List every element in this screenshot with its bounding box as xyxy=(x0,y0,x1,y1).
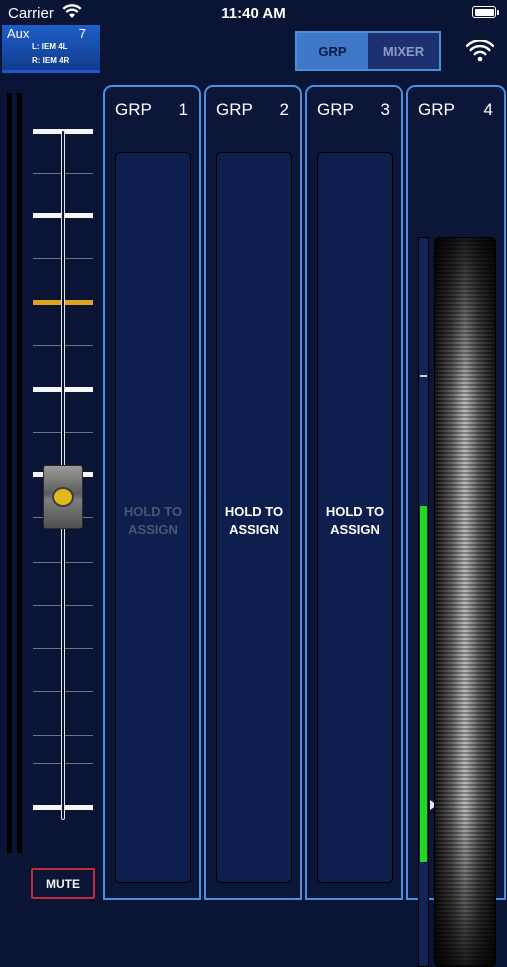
aux-name: Aux xyxy=(7,26,30,41)
group-4-level-meter xyxy=(418,237,437,967)
group-panel-3[interactable]: GRP 3 HOLD TO ASSIGN xyxy=(305,85,403,900)
group-assign-slot[interactable]: HOLD TO ASSIGN xyxy=(216,152,292,883)
group-panel-1[interactable]: GRP 1 HOLD TO ASSIGN xyxy=(103,85,201,900)
hold-to-assign-label: HOLD TO ASSIGN xyxy=(224,504,284,537)
aux-left-source: L: IEM 4L xyxy=(32,42,68,51)
aux-number: 7 xyxy=(78,26,86,41)
group-assign-slot[interactable]: HOLD TO ASSIGN xyxy=(115,152,191,883)
aux-meter-left xyxy=(7,93,12,853)
group-number: 1 xyxy=(178,100,188,119)
status-bar: Carrier 11:40 AM xyxy=(0,0,507,26)
battery-cap xyxy=(497,10,499,15)
group-title: GRP xyxy=(115,100,152,119)
wifi-icon xyxy=(62,4,82,18)
meter-fill xyxy=(420,506,427,862)
group-title: GRP xyxy=(317,100,354,119)
grp-mode-button[interactable]: GRP xyxy=(297,33,368,69)
group-number: 3 xyxy=(380,100,390,119)
gain-wheel-shade xyxy=(434,237,496,967)
fader-position-marker-icon xyxy=(430,800,437,810)
group-assign-slot[interactable]: HOLD TO ASSIGN xyxy=(317,152,393,883)
meter-peak-hold xyxy=(420,375,427,377)
mode-segmented-control: GRP MIXER xyxy=(295,31,441,71)
aux-meter-right xyxy=(17,93,22,853)
mute-button[interactable]: MUTE xyxy=(31,868,95,899)
fader-knob[interactable] xyxy=(43,465,83,529)
hold-to-assign-label: HOLD TO ASSIGN xyxy=(123,504,183,537)
group-panel-2[interactable]: GRP 2 HOLD TO ASSIGN xyxy=(204,85,302,900)
wifi-network-icon[interactable] xyxy=(466,40,494,62)
group-title: GRP xyxy=(216,100,253,119)
group-number: 4 xyxy=(483,100,493,119)
carrier-label: Carrier xyxy=(8,5,54,22)
battery-icon xyxy=(472,6,496,18)
group-title: GRP xyxy=(418,100,455,119)
group-number: 2 xyxy=(279,100,289,119)
aux-selector[interactable]: Aux 7 L: IEM 4L R: IEM 4R xyxy=(2,25,100,73)
aux-right-source: R: IEM 4R xyxy=(32,56,70,65)
clock: 11:40 AM xyxy=(221,5,286,22)
fader-knob-cap-icon xyxy=(52,487,74,507)
group-panel-4[interactable]: GRP 4 xyxy=(406,85,506,967)
mixer-mode-button[interactable]: MIXER xyxy=(368,33,439,69)
hold-to-assign-label: HOLD TO ASSIGN xyxy=(325,504,385,537)
